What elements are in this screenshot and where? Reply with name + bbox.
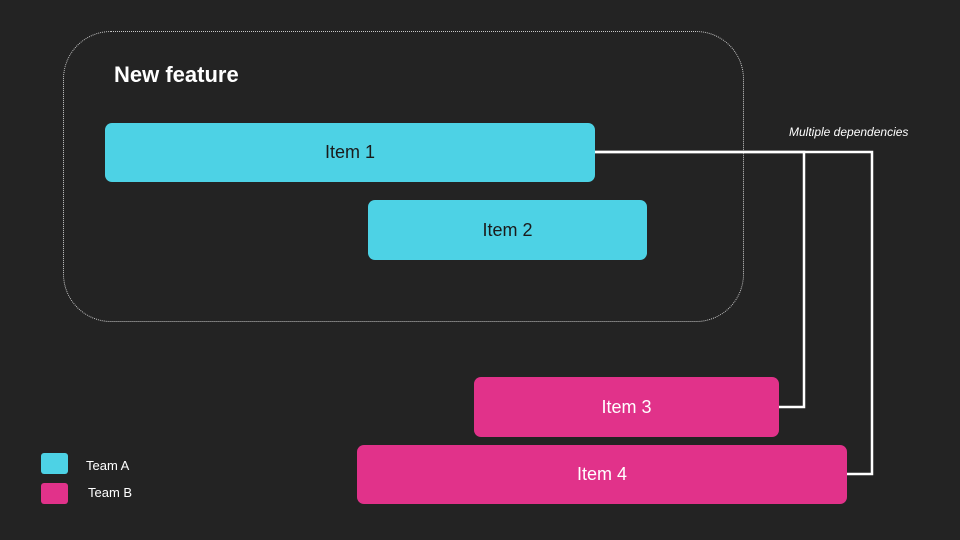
item-bar-1[interactable]: Item 1 (105, 123, 595, 182)
legend-swatch-team-a (41, 453, 68, 474)
legend-label-team-b: Team B (88, 485, 133, 500)
item-bar-label: Item 4 (576, 464, 628, 484)
legend-label-team-a: Team A (86, 458, 130, 473)
dependency-note: Multiple dependencies (789, 125, 909, 139)
item-bar-4[interactable]: Item 4 (357, 445, 847, 504)
item-bar-label: Item 3 (601, 396, 652, 417)
item-bar-3[interactable]: Item 3 (474, 377, 779, 437)
item-bar-label: Item 1 (324, 142, 376, 162)
feature-group-title: New feature (114, 62, 239, 87)
item-bar-label: Item 2 (482, 219, 533, 240)
legend-swatch-team-b (41, 483, 68, 504)
item-bar-2[interactable]: Item 2 (368, 200, 647, 260)
